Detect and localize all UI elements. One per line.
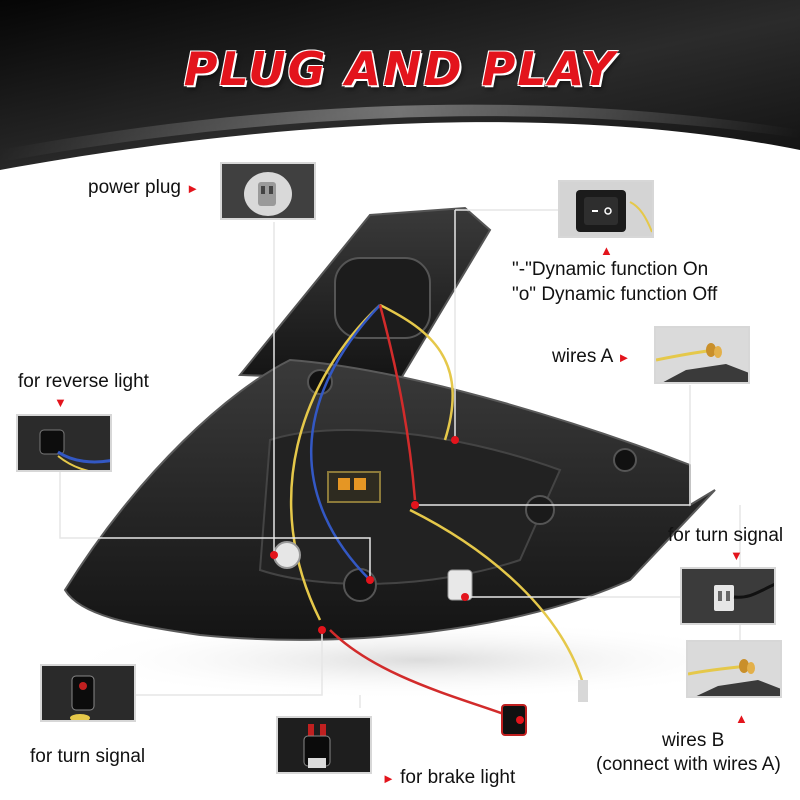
brake-light-thumbnail <box>276 716 372 774</box>
wires-b-note: (connect with wires A) <box>596 754 781 775</box>
turn-signal-left-label: for turn signal <box>30 746 146 767</box>
bulb-socket-icon <box>18 416 110 470</box>
dynamic-off-label: "o" Dynamic function Off <box>512 284 718 305</box>
up-arrow-icon: ▲ <box>735 711 748 726</box>
turn-signal-right-label: for turn signal <box>668 525 784 546</box>
wires-a-text: wires A <box>552 346 613 367</box>
reverse-light-thumbnail <box>16 414 112 472</box>
brake-light-label: ► for brake light <box>382 766 515 790</box>
bulb-socket-icon <box>42 666 134 720</box>
wires-a-thumbnail <box>654 326 750 384</box>
power-plug-text: power plug <box>88 177 181 198</box>
right-arrow-icon: ► <box>382 771 395 786</box>
connector-plug-icon <box>682 569 774 623</box>
switch-thumbnail <box>558 180 654 238</box>
power-plug-connector-icon <box>222 164 314 218</box>
right-arrow-icon: ► <box>617 350 631 365</box>
page-title: PLUG AND PLAY <box>183 42 617 96</box>
reverse-light-label: for reverse light <box>18 371 149 392</box>
wires-b-label: wires B <box>662 730 725 751</box>
turn-signal-right-thumbnail <box>680 567 776 625</box>
bulb-socket-icon <box>278 718 370 772</box>
dynamic-on-label: "-"Dynamic function On <box>512 259 709 280</box>
rocker-switch-icon <box>560 182 652 236</box>
up-arrow-icon: ▲ <box>600 243 613 258</box>
down-arrow-icon: ▼ <box>730 548 743 563</box>
wires-a-label: wires A ► <box>552 345 630 369</box>
power-plug-label: power plug ► <box>88 176 199 200</box>
wire-connector-icon <box>656 328 748 382</box>
wire-connector-icon <box>688 642 780 696</box>
power-plug-thumbnail <box>220 162 316 220</box>
down-arrow-icon: ▼ <box>54 395 67 410</box>
right-arrow-icon: ► <box>186 181 200 196</box>
turn-signal-left-thumbnail <box>40 664 136 722</box>
wires-b-thumbnail <box>686 640 782 698</box>
brake-light-text: for brake light <box>400 767 516 788</box>
